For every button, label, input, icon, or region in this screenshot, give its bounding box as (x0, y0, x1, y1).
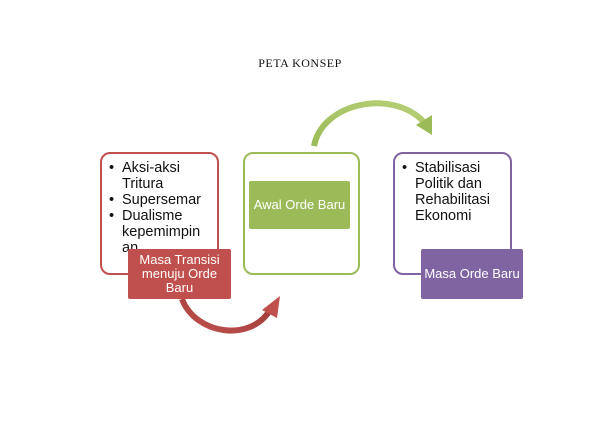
orde-baru-bullet-list: Stabilisasi Politik dan Rehabilitasi Eko… (400, 160, 512, 224)
arrow-awal-to-orde-baru (311, 100, 427, 147)
stage-label-awal-orde-baru: Awal Orde Baru (249, 181, 350, 229)
transisi-bullet-item: Supersemar (107, 192, 219, 208)
stage-label-transisi: Masa Transisi menuju Orde Baru (128, 249, 231, 299)
arrow-transisi-to-awal-head (262, 296, 280, 318)
orde-baru-bullet-item: Stabilisasi Politik dan Rehabilitasi Eko… (400, 160, 512, 224)
transisi-bullet-list: Aksi-aksi Tritura Supersemar Dualisme ke… (107, 160, 219, 272)
stage-label-orde-baru: Masa Orde Baru (421, 249, 523, 299)
transisi-bullet-item: Aksi-aksi Tritura (107, 160, 219, 192)
transisi-bullet-item: Dualisme kepemimpin an (107, 208, 219, 256)
arrow-transisi-to-awal (179, 297, 273, 334)
page-title: PETA KONSEP (258, 56, 342, 70)
arrow-awal-to-orde-baru-head (416, 115, 432, 135)
